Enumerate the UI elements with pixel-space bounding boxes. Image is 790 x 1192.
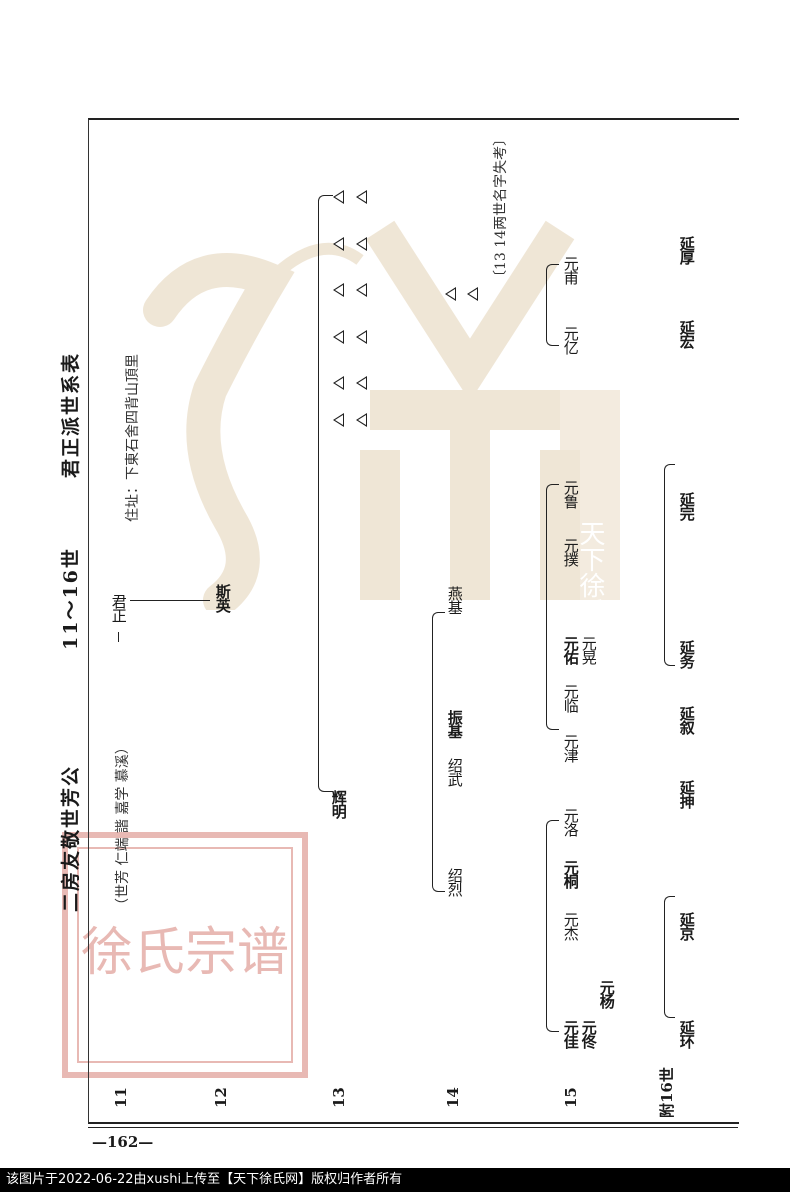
- generation-label-12: 12: [212, 1087, 230, 1108]
- missing-names-note: 〔13 14两世名字失考〕: [493, 131, 509, 284]
- page-number: —162—: [92, 1133, 154, 1151]
- name-g16: 延京: [677, 912, 696, 940]
- link-line: [118, 632, 119, 642]
- family-brace-13: [318, 195, 333, 792]
- family-brace-15: [546, 264, 559, 346]
- name-g16: 延环: [677, 1020, 696, 1048]
- upload-footer: 该图片于2022-06-22由xushi上传至【天下徐氏网】版权归作者所有: [0, 1168, 790, 1192]
- name-g13: 辉明: [329, 790, 348, 818]
- seal-stamp-icon: 徐氏宗谱: [62, 832, 308, 1078]
- unknown-marker-icon: [333, 283, 344, 297]
- watermark-text: 天下徐氏: [575, 520, 605, 610]
- name-g15: 元甫: [561, 256, 580, 284]
- unknown-marker-icon: [333, 330, 344, 344]
- name-g15: 元津: [561, 734, 580, 762]
- lineage-title: 君正派世系表: [60, 351, 82, 478]
- name-g15: 元杨: [597, 980, 616, 1008]
- name-g14: 振基: [445, 710, 464, 738]
- name-g16: 延完: [677, 492, 696, 520]
- name-g14: 绍烈: [445, 868, 464, 896]
- name-g14: 燕基: [445, 586, 464, 614]
- name-g14: 绍武: [445, 758, 464, 786]
- branch-title: 二房友敬世芳公: [60, 764, 82, 912]
- name-g15: 元佟: [579, 1020, 598, 1048]
- name-g15: 元撲: [561, 538, 580, 566]
- generation-label-15: 15: [562, 1087, 580, 1108]
- unknown-marker-icon: [333, 413, 344, 427]
- unknown-marker-icon: [333, 376, 344, 390]
- table-frame: [88, 118, 739, 1124]
- unknown-marker-icon: [356, 330, 367, 344]
- family-brace-14: [432, 612, 445, 892]
- name-g15: 元洛: [561, 808, 580, 836]
- generation-label-14: 14: [444, 1087, 462, 1108]
- svg-text:徐氏宗谱: 徐氏宗谱: [81, 923, 289, 983]
- unknown-marker-icon: [356, 190, 367, 204]
- name-g16: 延务: [677, 640, 696, 668]
- name-g16: 延宏: [677, 320, 696, 348]
- name-g16: 延叙: [677, 706, 696, 734]
- residence-line: 住址：下東石舍四背山頂里: [125, 354, 141, 522]
- name-g15: 元晃: [579, 636, 598, 664]
- alias-line: （世芳 仁端 諧 嘉学 慕溪）: [115, 740, 131, 912]
- name-g12: 斯英: [213, 584, 232, 612]
- name-g15: 元临: [561, 684, 580, 712]
- name-g11: 君正: [109, 594, 128, 622]
- link-line: [130, 600, 210, 601]
- unknown-marker-icon: [356, 237, 367, 251]
- family-brace-16: [664, 896, 675, 1018]
- unknown-marker-icon: [467, 287, 478, 301]
- name-g15: 元杰: [561, 912, 580, 940]
- unknown-marker-icon: [333, 190, 344, 204]
- name-g15: 元佑: [561, 636, 580, 664]
- generation-label-11: 11: [112, 1087, 130, 1108]
- name-g16: 延抻: [677, 780, 696, 808]
- generations-title: 11～16世: [60, 547, 82, 650]
- bottom-rule: [88, 1127, 738, 1128]
- unknown-marker-icon: [356, 413, 367, 427]
- name-g15: 元桐: [561, 860, 580, 888]
- unknown-marker-icon: [333, 237, 344, 251]
- family-brace-15: [546, 484, 559, 730]
- family-brace-16: [664, 464, 675, 666]
- name-g16: 延厚: [677, 236, 696, 264]
- name-g15: 元亿: [561, 326, 580, 354]
- unknown-marker-icon: [356, 376, 367, 390]
- name-g15: 元佳: [561, 1020, 580, 1048]
- generation-label-13: 13: [330, 1087, 348, 1108]
- family-brace-15: [546, 820, 559, 1032]
- name-g15: 元鲁: [561, 480, 580, 508]
- unknown-marker-icon: [356, 283, 367, 297]
- unknown-marker-icon: [445, 287, 456, 301]
- generation-label-16: 附16世: [658, 1067, 676, 1118]
